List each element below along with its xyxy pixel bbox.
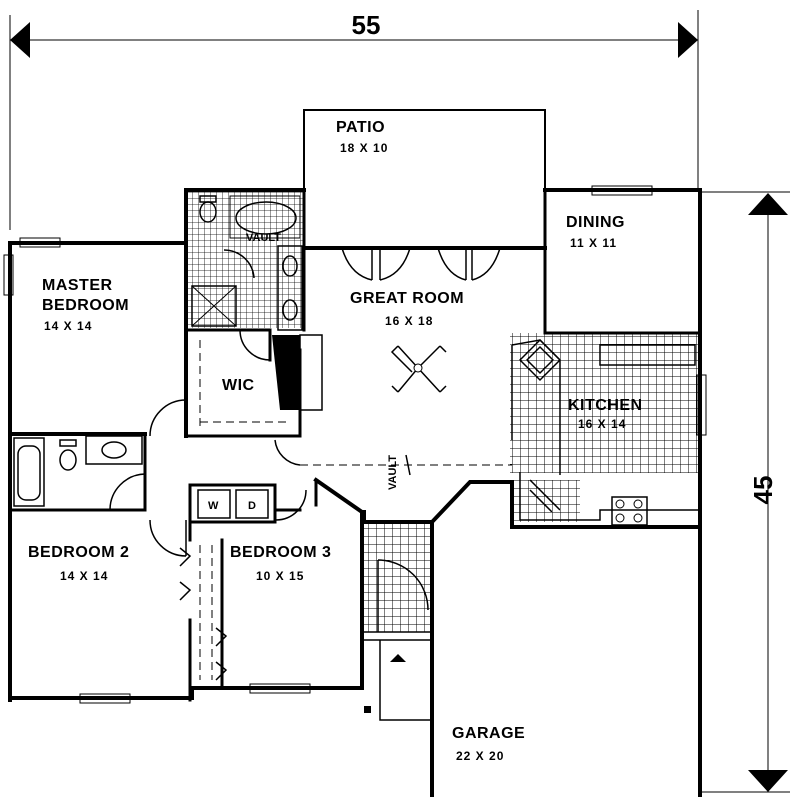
washer-label: W [208,500,219,512]
bedroom2-name: BEDROOM 2 [28,544,129,561]
exterior-walls [8,188,702,797]
bedroom3-size: 10 X 15 [256,569,304,583]
entry-floor [364,522,432,632]
dryer-label: D [248,500,256,512]
bedroom3-name: BEDROOM 3 [230,544,331,561]
doors [109,247,501,632]
width-dimension: 55 [9,10,699,230]
master-name-line2: BEDROOM [42,297,129,314]
arrow-left-icon [10,22,30,58]
vault-great-label: VAULT [387,455,399,490]
bedroom2-size: 14 X 14 [60,569,108,583]
kitchen-size: 16 X 14 [578,417,626,431]
kitchen-name: KITCHEN [568,397,643,414]
width-label: 55 [352,10,381,40]
master-name-line1: MASTER [42,277,113,294]
patio [303,109,546,249]
great-room-size: 16 X 18 [385,314,433,328]
garage-name: GARAGE [452,725,525,742]
patio-size: 18 X 10 [340,141,388,155]
interior-walls [8,188,702,702]
great-room-name: GREAT ROOM [350,290,464,307]
patio-name: PATIO [336,119,385,136]
entry-arrow-icon [390,654,406,662]
arrow-right-icon [678,22,698,58]
vault-bath-label: VAULT [246,232,281,244]
room-labels: PATIO 18 X 10 DINING 11 X 11 MASTER BEDR… [28,119,643,763]
dining-size: 11 X 11 [570,236,617,250]
windows [3,185,707,704]
depth-label: 45 [748,476,778,505]
arrow-up-icon [748,193,788,215]
laundry-floor [510,480,580,522]
garage-size: 22 X 20 [456,749,504,763]
dining-name: DINING [566,214,625,231]
wic-name: WIC [222,377,255,394]
depth-dimension: 45 [700,191,790,793]
arrow-down-icon [748,770,788,792]
kitchen-floor [510,333,700,473]
master-size: 14 X 14 [44,319,92,333]
fixtures [13,195,512,681]
